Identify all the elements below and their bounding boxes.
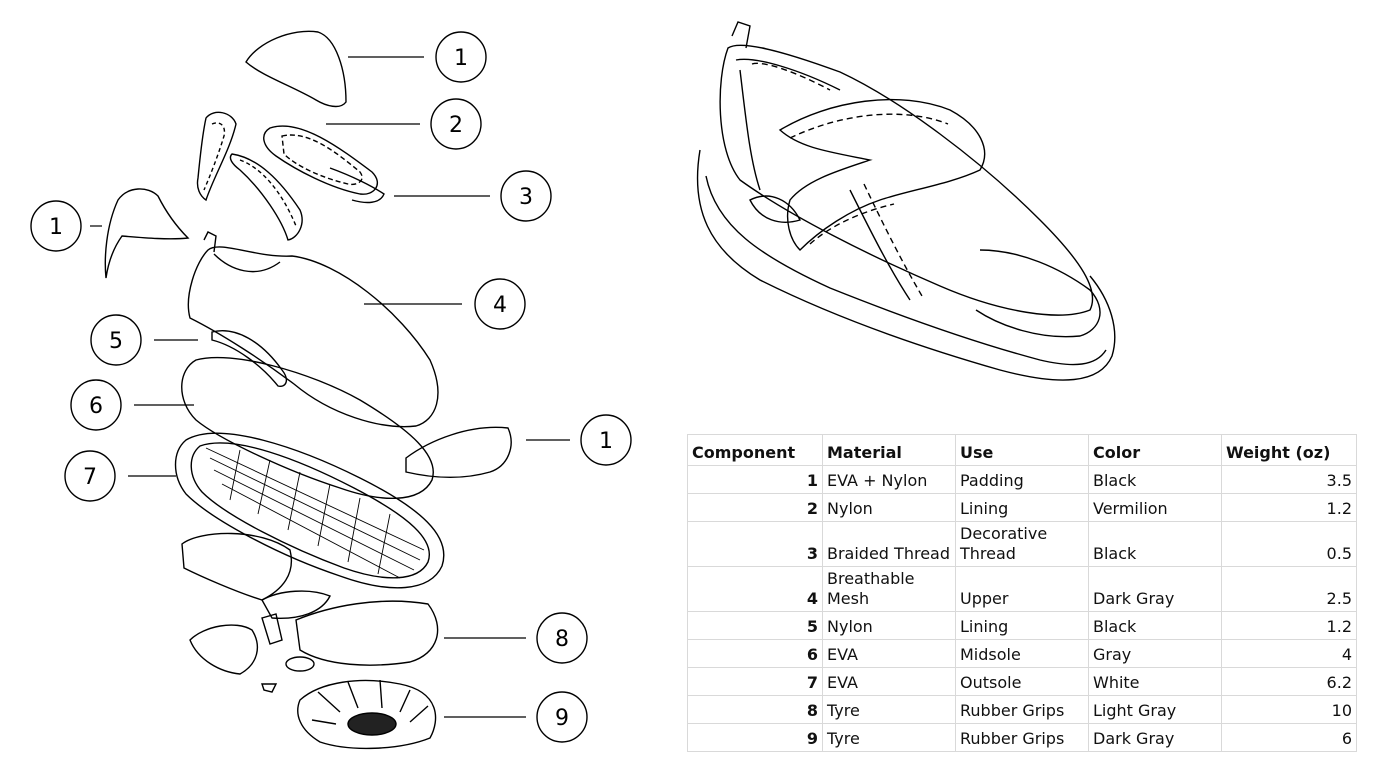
callout-9: 9 [555,706,569,731]
cell-material: EVA [822,639,956,668]
callout-7: 7 [83,465,97,490]
callout-1-top: 1 [454,46,468,71]
exploded-view-diagram: 1 2 3 1 4 5 6 1 7 8 9 [30,30,632,750]
cell-component: 1 [687,465,823,494]
callout-8: 8 [555,627,569,652]
cell-use: Rubber Grips [955,723,1089,752]
part-grip-core [347,712,397,736]
cell-component: 3 [687,521,823,567]
shoe-strap [778,98,986,251]
cell-weight: 6.2 [1221,667,1357,696]
cell-color: Black [1088,611,1222,640]
shoe-upper [719,44,1094,316]
component-spec-table: Component Material Use Color Weight (oz)… [687,434,1357,752]
assembled-shoe-drawing [696,21,1116,381]
cell-use: Decorative Thread [955,521,1089,567]
part-padding-top [245,30,347,108]
callout-3: 3 [519,185,533,210]
cell-use: Padding [955,465,1089,494]
table-row: 2 Nylon Lining Vermilion 1.2 [687,493,1357,522]
cell-color: Black [1088,521,1222,567]
cell-component: 8 [687,695,823,724]
table-row: 7 EVA Outsole White 6.2 [687,667,1357,696]
table-row: 3 Braided Thread Decorative Thread Black… [687,521,1357,567]
cell-weight: 10 [1221,695,1357,724]
cell-material: Tyre [822,723,956,752]
cell-color: White [1088,667,1222,696]
cell-color: Dark Gray [1088,566,1222,612]
table-row: 9 Tyre Rubber Grips Dark Gray 6 [687,723,1357,752]
cell-material: Tyre [822,695,956,724]
cell-use: Rubber Grips [955,695,1089,724]
cell-use: Upper [955,566,1089,612]
callout-4: 4 [493,293,507,318]
table-row: 1 EVA + Nylon Padding Black 3.5 [687,465,1357,494]
cell-use: Midsole [955,639,1089,668]
shoe-toe-cap [975,249,1101,338]
cell-color: Gray [1088,639,1222,668]
header-component: Component [687,434,823,466]
table-header-row: Component Material Use Color Weight (oz) [687,434,1357,466]
cell-use: Outsole [955,667,1089,696]
cell-use: Lining [955,493,1089,522]
cell-color: Dark Gray [1088,723,1222,752]
cell-weight: 6 [1221,723,1357,752]
part-lining [263,125,378,195]
cell-material: Braided Thread [822,521,956,567]
cell-component: 5 [687,611,823,640]
part-thread [196,111,237,202]
cell-color: Light Gray [1088,695,1222,724]
cell-material: EVA [822,667,956,696]
cell-material: Nylon [822,493,956,522]
cell-color: Black [1088,465,1222,494]
cell-use: Lining [955,611,1089,640]
callout-5: 5 [109,329,123,354]
cell-weight: 1.2 [1221,611,1357,640]
part-padding-side [104,188,190,279]
header-use: Use [955,434,1089,466]
part-outsole [174,432,445,589]
cell-weight: 2.5 [1221,566,1357,612]
header-weight: Weight (oz) [1221,434,1357,466]
table-row: 6 EVA Midsole Gray 4 [687,639,1357,668]
cell-component: 9 [687,723,823,752]
table-row: 5 Nylon Lining Black 1.2 [687,611,1357,640]
cell-weight: 1.2 [1221,493,1357,522]
cell-component: 7 [687,667,823,696]
cell-material: Breathable Mesh [822,566,956,612]
cell-component: 4 [687,566,823,612]
cell-weight: 3.5 [1221,465,1357,494]
cell-weight: 0.5 [1221,521,1357,567]
cell-material: Nylon [822,611,956,640]
part-padding-front [405,426,512,478]
table-row: 8 Tyre Rubber Grips Light Gray 10 [687,695,1357,724]
part-grip-toe [189,624,259,675]
cell-component: 6 [687,639,823,668]
part-grip-heel [181,532,292,601]
cell-component: 2 [687,493,823,522]
shoe-sole [696,149,1116,381]
part-grip-outer [297,679,437,750]
header-material: Material [822,434,956,466]
cell-weight: 4 [1221,639,1357,668]
part-grip-fore [295,600,439,666]
callout-6: 6 [89,394,103,419]
table-row: 4 Breathable Mesh Upper Dark Gray 2.5 [687,566,1357,612]
cell-material: EVA + Nylon [822,465,956,494]
callout-2: 2 [449,113,463,138]
part-lining-inner [211,330,288,387]
header-color: Color [1088,434,1222,466]
part-grip-mid [261,590,331,619]
callout-1-front: 1 [599,429,613,454]
part-upper [187,246,439,428]
cell-color: Vermilion [1088,493,1222,522]
part-midsole [181,356,434,500]
callout-1-side: 1 [49,215,63,240]
